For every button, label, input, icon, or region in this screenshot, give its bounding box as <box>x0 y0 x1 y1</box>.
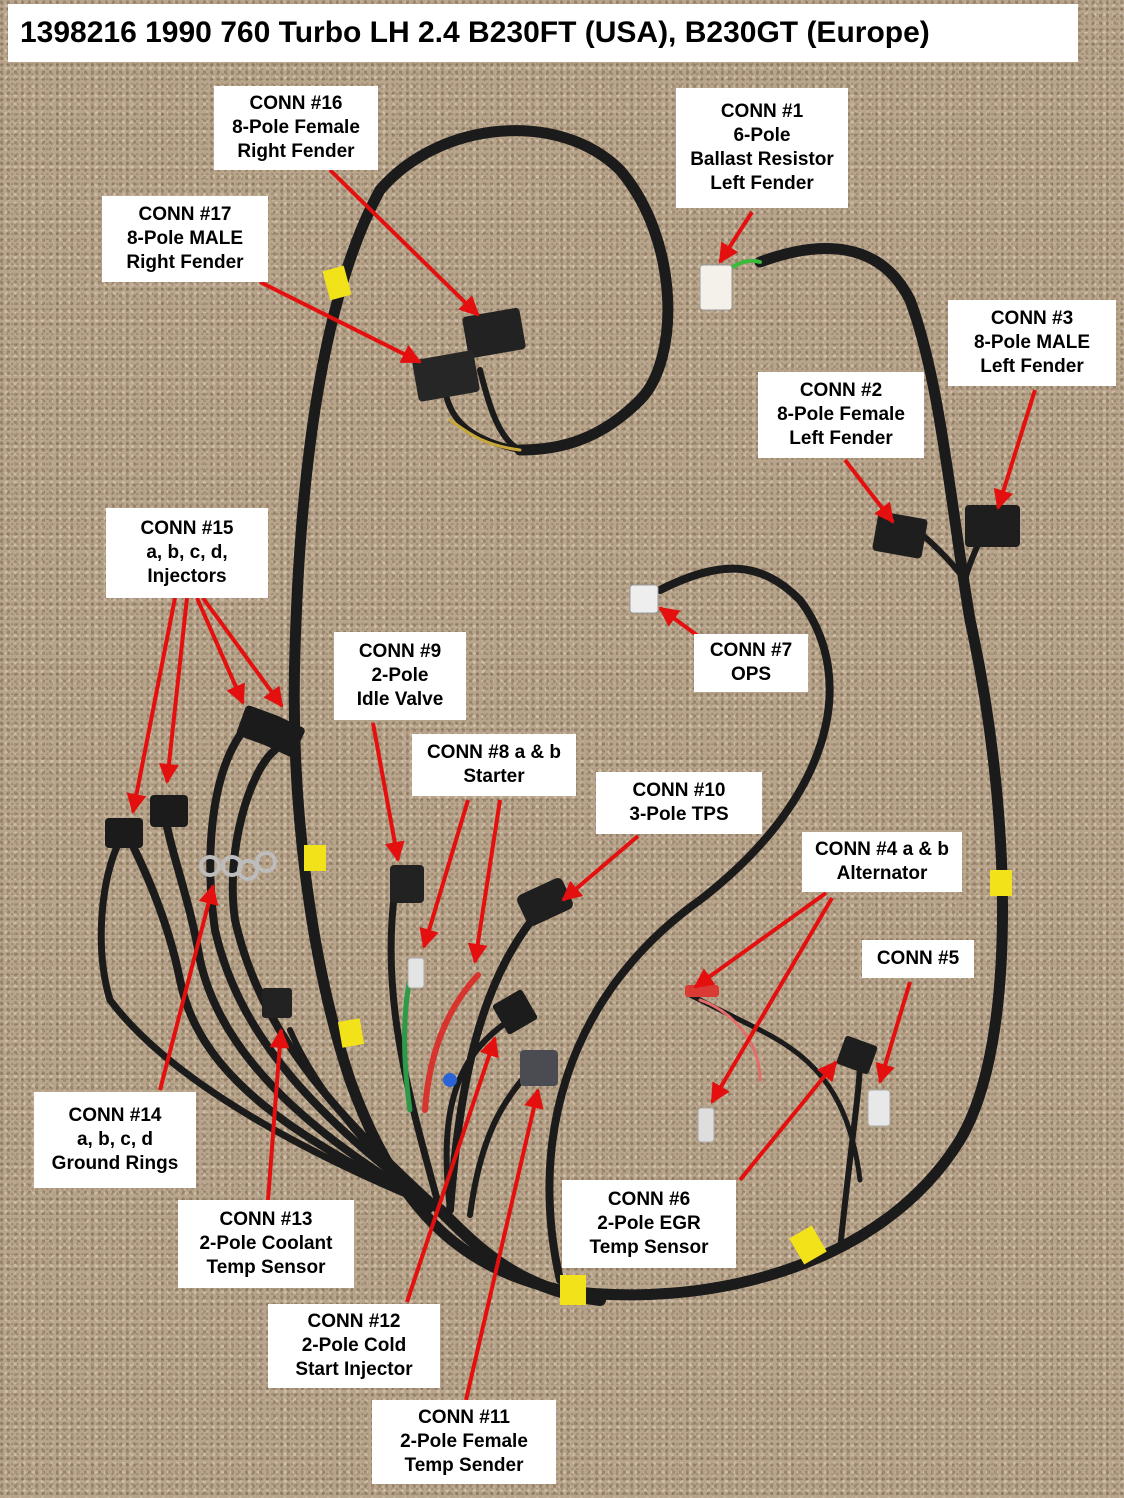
label-conn5: CONN #5 <box>862 940 974 978</box>
connector-bodies <box>105 264 1020 1143</box>
pointer-arrows <box>126 168 1037 1401</box>
harness-trunk <box>97 125 1008 1306</box>
page-title: 1398216 1990 760 Turbo LH 2.4 B230FT (US… <box>8 4 1078 62</box>
tape-markers <box>304 265 1012 1305</box>
